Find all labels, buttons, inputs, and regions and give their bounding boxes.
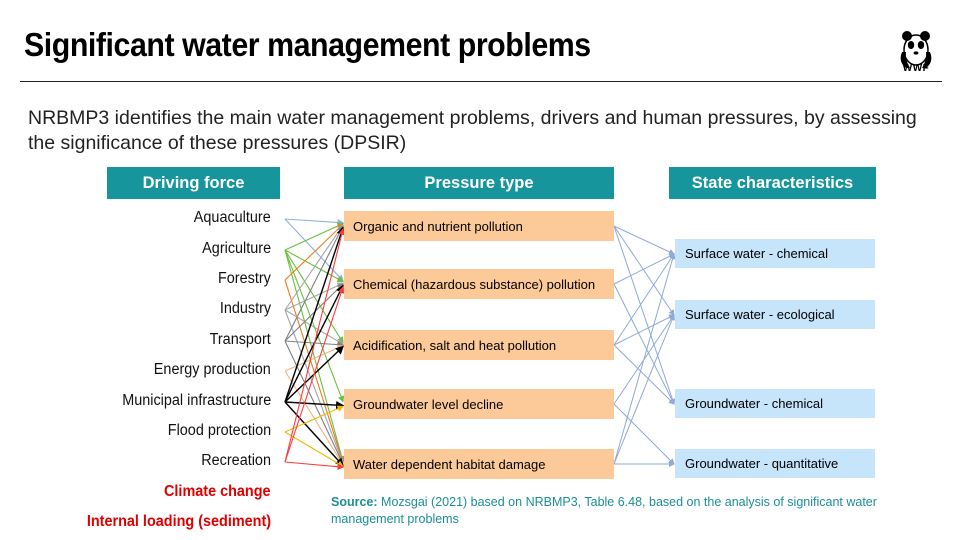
pressure-box: Acidification, salt and heat pollution — [344, 330, 614, 360]
driver-link-line — [284, 431, 344, 467]
driver-link-line — [284, 249, 345, 403]
driver-link-line — [284, 309, 344, 345]
state-link-line — [613, 403, 675, 465]
state-box: Groundwater - chemical — [675, 389, 875, 418]
column-header-driving-force: Driving force — [107, 167, 280, 199]
driver-link-line — [284, 405, 345, 433]
state-link-line — [613, 225, 676, 405]
driver-industry: Industry — [219, 300, 271, 317]
column-header-state: State characteristics — [669, 167, 876, 199]
state-link-line — [613, 283, 675, 405]
driver-recreation: Recreation — [201, 452, 271, 469]
driver-municipal-infrastructure: Municipal infrastructure — [121, 392, 271, 409]
driver-link-line — [284, 370, 344, 466]
state-box: Groundwater - quantitative — [675, 449, 875, 478]
source-note: Source: Mozsgai (2021) based on NRBMP3, … — [331, 494, 931, 528]
driver-link-line — [284, 218, 344, 282]
state-link-line — [613, 344, 675, 405]
state-link-line — [613, 314, 675, 465]
title-divider — [20, 81, 942, 82]
source-label: Source: — [331, 495, 378, 509]
state-link-line — [613, 225, 675, 255]
state-link-line — [613, 225, 675, 316]
driver-link-line — [284, 249, 345, 463]
driver-flood-protection: Flood protection — [167, 422, 271, 439]
driver-link-line — [284, 282, 344, 311]
column-header-pressure-type: Pressure type — [344, 167, 614, 199]
driver-energy-production: Energy production — [153, 361, 271, 378]
driver-transport: Transport — [209, 331, 271, 348]
state-link-line — [613, 253, 675, 346]
driver-forestry: Forestry — [218, 270, 271, 287]
logo-wordmark: WWF — [902, 63, 930, 74]
driver-link-line — [284, 401, 344, 467]
state-link-line — [613, 253, 676, 465]
driver-link-line — [284, 228, 345, 463]
driver-link-line — [284, 283, 344, 342]
driver-link-line — [284, 222, 345, 251]
state-box: Surface water - chemical — [675, 239, 875, 268]
driver-link-line — [284, 344, 345, 372]
driver-internal-loading-sediment: Internal loading (sediment) — [86, 513, 271, 530]
driver-link-line — [284, 223, 344, 281]
source-text: Mozsgai (2021) based on NRBMP3, Table 6.… — [331, 495, 877, 526]
driver-climate-change: Climate change — [164, 483, 271, 500]
pressure-box: Groundwater level decline — [344, 389, 614, 419]
panda-logo-icon — [900, 31, 932, 68]
driver-link-line — [284, 225, 344, 342]
state-link-line — [613, 314, 675, 346]
driver-link-line — [284, 279, 345, 464]
state-box: Surface water - ecological — [675, 300, 875, 329]
state-link-line — [613, 253, 675, 285]
driver-link-line — [284, 400, 345, 410]
driver-link-line — [284, 218, 345, 226]
driver-link-line — [284, 309, 345, 465]
pressure-box: Water dependent habitat damage — [344, 449, 614, 479]
driver-link-line — [284, 461, 345, 470]
driver-aquaculture: Aquaculture — [194, 209, 271, 226]
driver-link-line — [284, 340, 344, 465]
driver-link-line — [284, 226, 345, 403]
driver-link-line — [284, 224, 344, 311]
page-title: Significant water management problems — [24, 26, 591, 63]
driver-link-line — [284, 249, 344, 283]
driver-agriculture: Agriculture — [202, 240, 271, 257]
driver-link-line — [284, 286, 345, 463]
subtitle: NRBMP3 identifies the main water managem… — [28, 107, 917, 154]
pressure-box: Organic and nutrient pollution — [344, 211, 614, 241]
pressure-box: Chemical (hazardous substance) pollution — [344, 269, 614, 299]
